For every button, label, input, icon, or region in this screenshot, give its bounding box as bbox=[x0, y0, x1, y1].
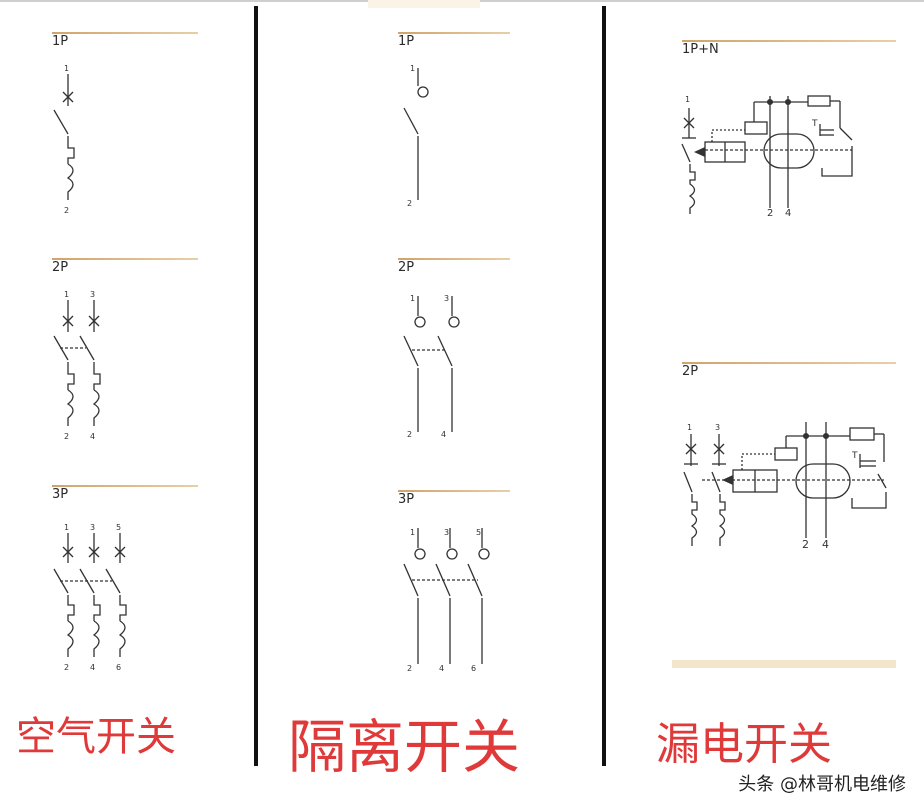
terminal-label: 3 bbox=[444, 294, 449, 303]
terminal-label: 4 bbox=[439, 664, 444, 673]
column-divider-right bbox=[602, 6, 606, 766]
breaker-2p-symbol: 1 3 2 4 bbox=[53, 290, 101, 441]
terminal-label: 1 bbox=[64, 64, 69, 73]
terminal-label: 6 bbox=[471, 664, 476, 673]
terminal-label: 1 bbox=[410, 64, 415, 73]
terminal-label: 1 bbox=[687, 423, 692, 432]
terminal-label: 3 bbox=[715, 423, 720, 432]
terminal-label: 4 bbox=[90, 663, 95, 672]
terminal-label: 3 bbox=[444, 528, 449, 537]
breaker-3p-label: 3P bbox=[52, 485, 198, 501]
terminal-label: 2 bbox=[64, 206, 69, 215]
watermark: 头条 @林哥机电维修 bbox=[738, 774, 906, 795]
terminal-label: 1 bbox=[685, 95, 690, 104]
rcd-1p-n-symbol: 1 T 2 4 bbox=[681, 95, 853, 219]
terminal-label: 3 bbox=[90, 523, 95, 532]
test-button-label: T bbox=[811, 119, 818, 129]
breaker-caption: 空气开关 bbox=[16, 714, 176, 760]
isolator-caption: 隔离开关 bbox=[288, 713, 521, 781]
terminal-label: 5 bbox=[476, 528, 481, 537]
rcd-2p-symbol: 1 3 T 2 4 bbox=[683, 422, 887, 551]
terminal-label: 1 bbox=[410, 294, 415, 303]
isolator-2p-symbol: 1 3 2 4 bbox=[403, 294, 460, 439]
breaker-3p-symbol: 1 3 5 2 4 6 bbox=[53, 523, 127, 672]
breaker-1p-label: 1P bbox=[52, 32, 198, 48]
terminal-label: 3 bbox=[90, 290, 95, 299]
terminal-label: 2 bbox=[767, 208, 773, 219]
isolator-1p-symbol: 1 2 bbox=[403, 64, 429, 208]
terminal-label: 2 bbox=[802, 538, 809, 551]
terminal-label: 4 bbox=[90, 432, 95, 441]
rcd-1p-n-label: 1P+N bbox=[682, 40, 896, 56]
terminal-label: 6 bbox=[116, 663, 121, 672]
rcd-2p-label: 2P bbox=[682, 362, 896, 378]
isolator-1p-label: 1P bbox=[398, 32, 510, 48]
test-button-label: T bbox=[851, 451, 858, 461]
terminal-label: 1 bbox=[64, 523, 69, 532]
terminal-label: 5 bbox=[116, 523, 121, 532]
isolator-3p-symbol: 1 3 5 2 4 6 bbox=[403, 528, 490, 673]
terminal-label: 4 bbox=[822, 538, 829, 551]
rcd-caption: 漏电开关 bbox=[656, 719, 832, 770]
terminal-label: 4 bbox=[785, 208, 791, 219]
terminal-label: 1 bbox=[410, 528, 415, 537]
terminal-label: 1 bbox=[64, 290, 69, 299]
breaker-1p-symbol: 1 2 bbox=[53, 64, 75, 215]
terminal-label: 2 bbox=[407, 199, 412, 208]
terminal-label: 2 bbox=[407, 430, 412, 439]
isolator-3p-label: 3P bbox=[398, 490, 510, 506]
rcd-bottom-bar bbox=[672, 660, 896, 668]
terminal-label: 4 bbox=[441, 430, 446, 439]
top-faint-bar bbox=[368, 0, 480, 8]
terminal-label: 2 bbox=[64, 432, 69, 441]
terminal-label: 2 bbox=[407, 664, 412, 673]
isolator-2p-label: 2P bbox=[398, 258, 510, 274]
column-divider-left bbox=[254, 6, 258, 766]
terminal-label: 2 bbox=[64, 663, 69, 672]
breaker-2p-label: 2P bbox=[52, 258, 198, 274]
